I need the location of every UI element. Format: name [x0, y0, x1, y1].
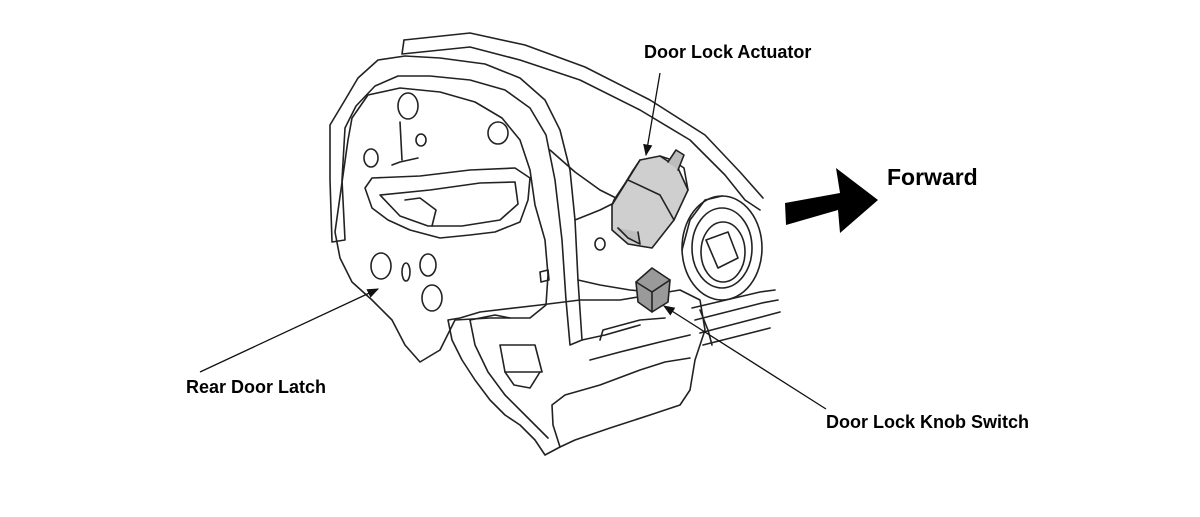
lower-housing [447, 289, 706, 456]
latch-slot [364, 167, 531, 239]
door-lock-knob-switch-part [635, 267, 671, 313]
door-lock-actuator-label: Door Lock Actuator [644, 42, 812, 62]
housing-outline [401, 39, 761, 211]
knob-switch-leader-line [663, 305, 827, 410]
lock-cylinder [681, 195, 763, 301]
door-lock-actuator-part [611, 149, 689, 249]
forward-label: Forward [887, 164, 978, 190]
rear-door-latch-label: Rear Door Latch [186, 377, 327, 397]
forward-arrow-icon [785, 168, 878, 233]
latch-frame [329, 55, 583, 346]
actuator-leader-line [643, 72, 661, 157]
latch-leader-line [199, 288, 380, 373]
latch-assembly-illustration [329, 32, 781, 456]
leader-lines [199, 72, 827, 410]
door-lock-knob-switch-label: Door Lock Knob Switch [826, 412, 1030, 432]
latch-plate [334, 87, 549, 363]
